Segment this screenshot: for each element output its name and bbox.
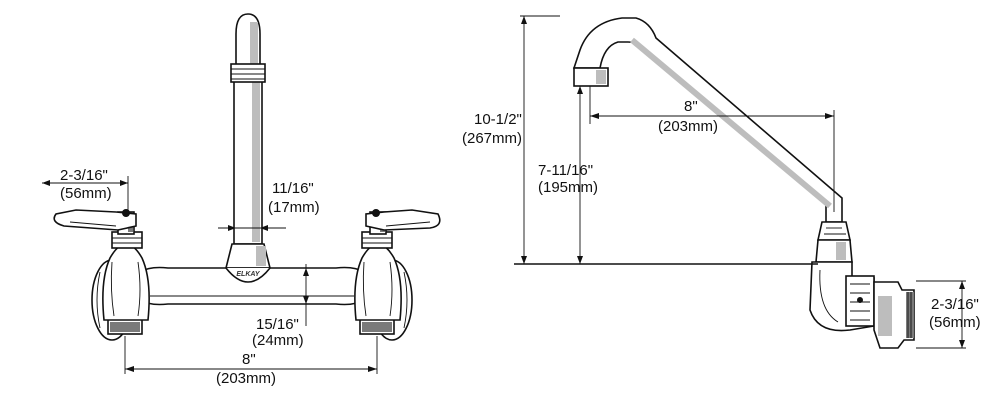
body-height-imperial: 15/16" — [256, 316, 299, 333]
spout-nut — [815, 221, 853, 263]
spout-diameter-imperial: 11/16" — [272, 180, 314, 197]
faucet-body: ELKAY — [139, 266, 365, 306]
left-lever-handle — [53, 209, 137, 231]
centers-metric: (203mm) — [216, 370, 276, 387]
overall-height-metric: (267mm) — [462, 130, 522, 147]
dim-spout-reach: 8" (203mm) — [589, 86, 835, 212]
spout-reach-imperial: 8" — [684, 98, 698, 115]
inlet-shank — [873, 281, 915, 349]
spout-reach-metric: (203mm) — [658, 118, 718, 135]
dim-handle-width: 2-3/16" (56mm) — [42, 167, 129, 210]
dim-inlet-size: 2-3/16" (56mm) — [916, 280, 981, 349]
dim-outlet-height: 7-11/16" (195mm) — [538, 86, 598, 264]
outlet-height-imperial: 7-11/16" — [538, 162, 593, 179]
side-view: 10-1/2" (267mm) 7-11/16" (195mm) 8" (203… — [462, 15, 981, 349]
spout-base — [224, 243, 272, 269]
dim-body-height: 15/16" (24mm) — [252, 264, 312, 349]
handle-width-metric: (56mm) — [60, 185, 112, 202]
outlet-height-metric: (195mm) — [538, 179, 598, 196]
centers-imperial: 8" — [242, 351, 256, 368]
inlet-size-metric: (56mm) — [929, 314, 981, 331]
handle-width-imperial: 2-3/16" — [60, 167, 108, 184]
dim-overall-height: 10-1/2" (267mm) — [462, 15, 818, 265]
body-height-metric: (24mm) — [252, 332, 304, 349]
brand-logo: ELKAY — [236, 271, 261, 278]
dim-centers: 8" (203mm) — [124, 336, 378, 387]
right-valve — [354, 211, 402, 321]
spout-tube — [230, 13, 266, 245]
spout-diameter-metric: (17mm) — [268, 199, 320, 216]
inlet-size-imperial: 2-3/16" — [931, 296, 979, 313]
hex-nut — [845, 275, 875, 327]
right-lever-handle — [365, 209, 441, 231]
dim-spout-diameter: 11/16" (17mm) — [218, 180, 320, 231]
aerator — [573, 67, 609, 87]
overall-height-imperial: 10-1/2" — [474, 111, 522, 128]
front-view: ELKAY — [42, 13, 441, 387]
